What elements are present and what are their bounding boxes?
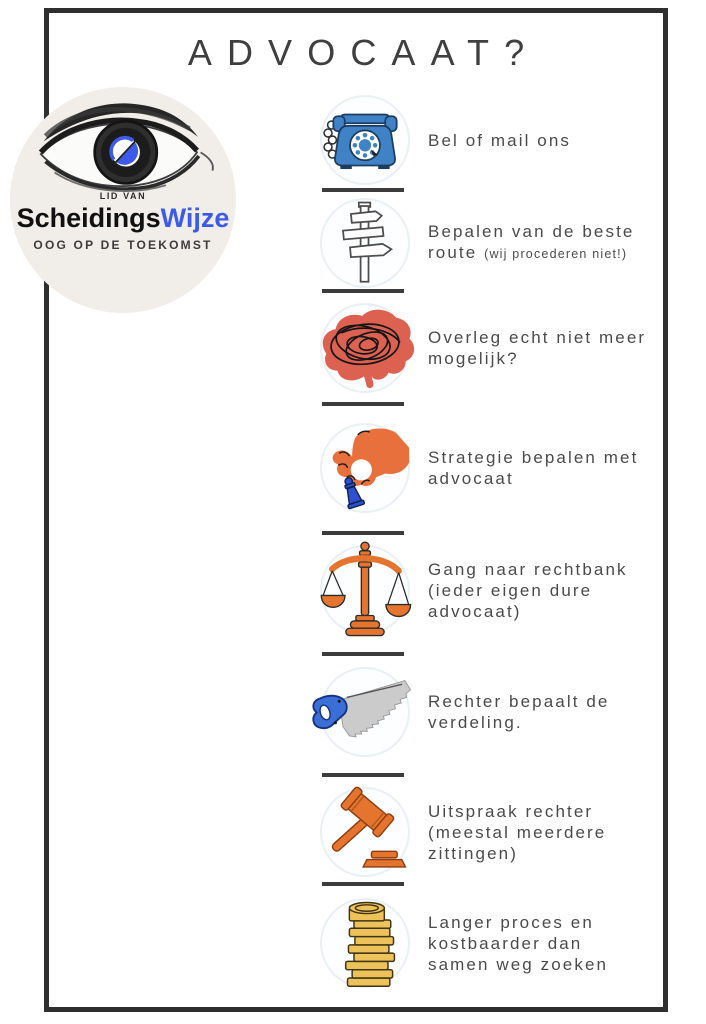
step-text: Langer proces en kostbaarder dan samen w… — [428, 912, 608, 975]
brand-tagline: OOG OP DE TOEKOMST — [33, 238, 213, 252]
step-line: Overleg echt niet meer — [428, 328, 647, 347]
step-text: Strategie bepalen met advocaat — [428, 447, 638, 489]
brand-name-blue: Wijze — [160, 203, 230, 233]
step-line: Gang naar rechtbank — [428, 559, 628, 579]
divider — [322, 402, 404, 406]
logo-badge: LID VAN ScheidingsWijze OOG OP DE TOEKOM… — [10, 87, 236, 313]
page-title: ADVOCAAT? — [187, 32, 540, 73]
divider — [322, 882, 404, 886]
step-text: Uitspraak rechter (meestal meerdere zitt… — [428, 801, 606, 864]
brand-name: ScheidingsWijze — [10, 203, 236, 234]
step-line: samen weg zoeken — [428, 954, 609, 974]
telephone-icon — [320, 95, 410, 185]
scales-of-justice-icon — [320, 541, 412, 637]
divider — [322, 188, 404, 192]
signpost-icon — [320, 198, 410, 288]
step-line: mogelijk? — [428, 349, 519, 368]
divider — [322, 289, 404, 293]
step-text: Bepalen van de beste route (wij proceder… — [428, 221, 634, 265]
divider — [322, 531, 404, 535]
step-row-kosten: Langer proces en kostbaarder dan samen w… — [320, 898, 608, 988]
step-text: Overleg echt niet meer mogelijk? — [428, 327, 646, 369]
step-row-uitspraak: Uitspraak rechter (meestal meerdere zitt… — [320, 786, 606, 877]
step-line: advocaat) — [428, 601, 522, 621]
step-line: (ieder eigen dure — [428, 580, 593, 600]
divider — [322, 773, 404, 777]
step-line: route (wij procederen niet!) — [428, 242, 634, 265]
step-line: (meestal meerdere — [428, 822, 607, 842]
step-line: verdeling. — [428, 713, 523, 732]
step-line: kostbaarder dan — [428, 933, 583, 953]
step-row-route: Bepalen van de beste route (wij proceder… — [320, 198, 634, 288]
step-line-main: route — [428, 243, 478, 262]
coin-stack-icon — [320, 898, 410, 988]
divider — [322, 652, 404, 656]
saw-icon — [312, 667, 412, 757]
step-line: Uitspraak rechter — [428, 801, 594, 821]
step-row-verdeling: Rechter bepaalt de verdeling. — [312, 667, 609, 757]
step-line: Langer proces en — [428, 912, 594, 932]
step-line: Bel of mail ons — [428, 130, 571, 150]
step-text: Gang naar rechtbank (ieder eigen dure ad… — [428, 559, 628, 622]
step-line: Bepalen van de beste — [428, 222, 635, 241]
step-line: advocaat — [428, 469, 514, 488]
step-row-call: Bel of mail ons — [320, 95, 571, 185]
eye-illustration — [38, 103, 214, 192]
step-text: Rechter bepaalt de verdeling. — [428, 691, 609, 733]
step-row-rechtbank: Gang naar rechtbank (ieder eigen dure ad… — [320, 541, 628, 637]
step-line-note: (wij procederen niet!) — [484, 247, 628, 261]
brand-name-black: Scheidings — [16, 203, 161, 233]
step-text: Bel of mail ons — [428, 130, 571, 151]
hand-chess-pawn-icon — [320, 423, 410, 513]
step-line: zittingen) — [428, 843, 518, 863]
brain-scribble-icon — [320, 303, 415, 393]
step-row-strategie: Strategie bepalen met advocaat — [320, 423, 638, 513]
lid-van-label: LID VAN — [99, 191, 147, 201]
gavel-icon — [320, 786, 410, 877]
step-row-overleg: Overleg echt niet meer mogelijk? — [320, 303, 646, 393]
step-line: Rechter bepaalt de — [428, 692, 610, 711]
step-line: Strategie bepalen met — [428, 448, 639, 467]
